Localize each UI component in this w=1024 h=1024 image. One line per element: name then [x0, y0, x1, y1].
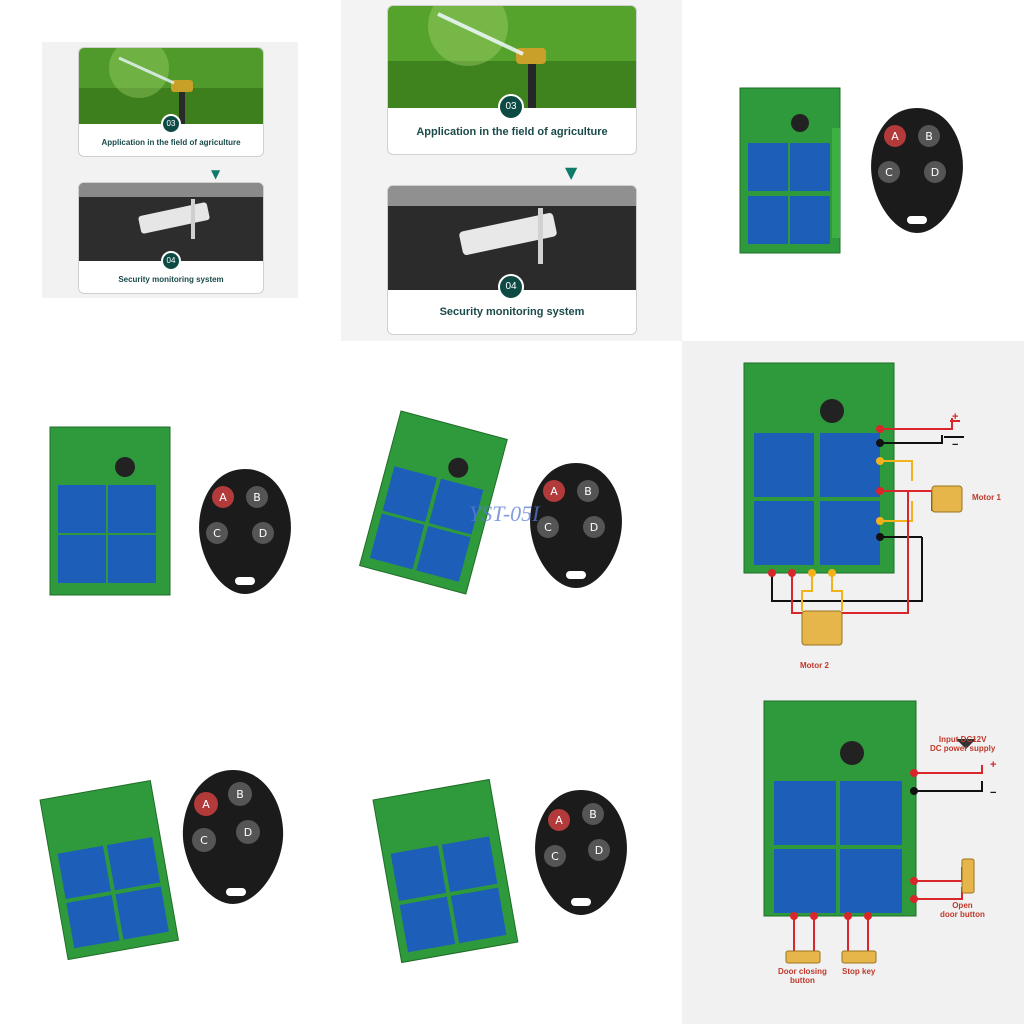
motor-wiring-diagram [743, 362, 964, 646]
product-photo-5: A B C D [341, 682, 682, 1023]
svg-text:A: A [219, 491, 227, 504]
wiring-diagram-panel: + − Motor 1 Motor 2 [682, 341, 1024, 1024]
receiver-board-and-remote: A B C D [358, 410, 622, 595]
card-caption: Application in the field of agriculture [416, 126, 608, 138]
agriculture-card: 03 Application in the field of agricultu… [78, 47, 264, 157]
sprinkler-photo [79, 48, 263, 124]
watermark: YST-05I [469, 501, 540, 526]
minus-symbol: − [952, 439, 959, 451]
card-caption: Security monitoring system [118, 275, 224, 284]
camera-photo [79, 183, 263, 261]
svg-text:B: B [584, 485, 592, 498]
svg-text:B: B [253, 491, 261, 504]
close-door-label: Door closing button [778, 967, 827, 986]
svg-text:B: B [925, 130, 933, 143]
svg-text:D: D [931, 166, 939, 179]
plus-symbol: + [990, 759, 997, 771]
svg-text:A: A [550, 485, 558, 498]
svg-text:C: C [213, 527, 221, 540]
svg-text:B: B [589, 808, 597, 821]
svg-text:A: A [555, 814, 563, 827]
number-badge: 03 [498, 94, 524, 120]
svg-text:C: C [544, 521, 552, 534]
input-dc-label: Input DC12V DC power supply [930, 735, 996, 754]
svg-text:D: D [595, 844, 603, 857]
agriculture-card: 03 Application in the field of agricultu… [387, 5, 637, 155]
card-caption: Application in the field of agriculture [101, 138, 241, 147]
receiver-board-and-remote: A B C D [372, 778, 627, 964]
stop-key-label: Stop key [842, 967, 876, 976]
motor1-label: Motor 1 [972, 493, 1001, 502]
motor2-label: Motor 2 [800, 661, 829, 670]
svg-text:C: C [200, 834, 208, 847]
sprinkler-photo [388, 6, 636, 108]
svg-text:A: A [891, 130, 899, 143]
security-card: 04 Security monitoring system [387, 185, 637, 335]
application-panel-small: 03 Application in the field of agricultu… [0, 0, 341, 341]
receiver-board-and-remote: A B C D [49, 426, 291, 596]
number-badge: 03 [161, 114, 181, 134]
receiver-board-and-remote: A B C D [39, 770, 284, 961]
svg-text:D: D [259, 527, 267, 540]
open-door-label: Open door button [940, 901, 985, 920]
svg-text:A: A [202, 798, 210, 811]
door-wiring-diagram [763, 700, 983, 964]
plus-symbol: + [952, 411, 959, 423]
svg-text:B: B [236, 788, 244, 801]
svg-text:D: D [590, 521, 598, 534]
card-caption: Security monitoring system [439, 306, 585, 318]
chevron-down-icon: ▼ [211, 167, 221, 181]
receiver-board-and-remote: A B C D [739, 87, 963, 254]
minus-symbol: − [990, 787, 997, 799]
number-badge: 04 [161, 251, 181, 271]
product-photo-4: A B C D [0, 682, 341, 1023]
security-card: 04 Security monitoring system [78, 182, 264, 294]
camera-photo [388, 186, 636, 290]
svg-text:D: D [244, 826, 252, 839]
chevron-down-icon: ▼ [565, 163, 578, 182]
number-badge: 04 [498, 274, 524, 300]
product-photo-3: A B C D YST-05I [341, 341, 682, 682]
svg-text:C: C [885, 166, 893, 179]
product-photo-1: A B C D [682, 0, 1023, 341]
application-panel-large: 03 Application in the field of agricultu… [341, 0, 682, 341]
svg-text:C: C [551, 850, 559, 863]
product-photo-2: A B C D [0, 341, 341, 682]
